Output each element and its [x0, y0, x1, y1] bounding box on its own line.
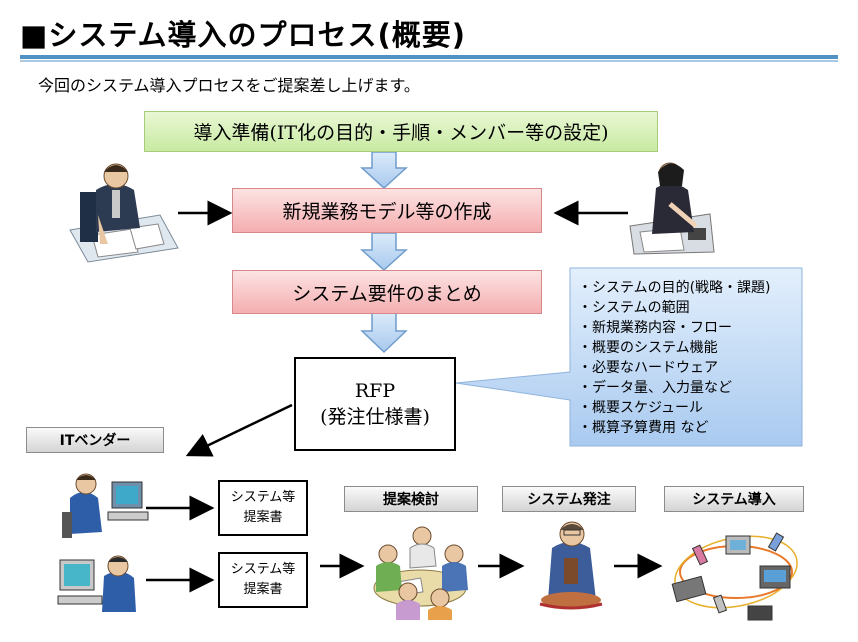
vendor-person-1-illustration [62, 473, 149, 538]
it-vendor-label: ITベンダー [26, 427, 164, 453]
stage-order-label: システム発注 [502, 486, 636, 512]
rfp-title: RFP [354, 380, 396, 402]
rfp-contents-list: ・システムの目的(戦略・課題) ・システムの範囲 ・新規業務内容・フロー ・概要… [578, 278, 771, 438]
stage-deploy-label: システム導入 [664, 486, 804, 512]
down-arrow-1 [360, 151, 408, 190]
prep-box: 導入準備(IT化の目的・手順・メンバー等の設定) [144, 111, 658, 152]
arrow-rfp-to-vendor [185, 403, 293, 457]
proposal-line2: 提案書 [243, 510, 283, 525]
proposal-document-2: システム等 提案書 [218, 552, 308, 608]
subtitle: 今回のシステム導入プロセスをご提案差し上げます。 [38, 76, 420, 95]
system-deploy-illustration [671, 532, 798, 621]
down-arrow-3 [360, 311, 408, 354]
callout-item: ・システムの目的(戦略・課題) [578, 280, 771, 296]
model-box: 新規業務モデル等の作成 [232, 188, 542, 233]
callout-item: ・データ量、入力量など [578, 380, 732, 396]
rfp-subtitle: (発注仕様書) [320, 406, 430, 428]
proposal-line1: システム等 [230, 562, 296, 577]
callout-item: ・概算予算費用 など [578, 420, 709, 436]
callout-item: ・概要スケジュール [578, 400, 704, 416]
callout-item: ・必要なハードウェア [578, 360, 718, 376]
callout-item: ・システムの範囲 [578, 300, 690, 316]
callout-item: ・概要のシステム機能 [578, 340, 718, 356]
stamping-boss-illustration [539, 521, 603, 610]
rfp-document: RFP (発注仕様書) [294, 357, 456, 451]
title-underline [20, 55, 838, 59]
businesswoman-illustration [629, 162, 715, 255]
proposal-line1: システム等 [230, 490, 296, 505]
businessman-illustration [69, 163, 179, 263]
proposal-document-1: システム等 提案書 [218, 480, 308, 536]
proposal-line2: 提案書 [243, 582, 283, 597]
page-title: ■システム導入のプロセス(概要) [20, 18, 467, 52]
requirements-box: システム要件のまとめ [232, 270, 542, 314]
stage-review-label: 提案検討 [344, 486, 478, 512]
callout-item: ・新規業務内容・フロー [578, 320, 732, 336]
title-underline-light [20, 60, 838, 62]
meeting-group-illustration [373, 526, 468, 620]
down-arrow-2 [360, 232, 408, 272]
callout-bubble [455, 267, 803, 447]
vendor-person-2-illustration [57, 555, 136, 612]
